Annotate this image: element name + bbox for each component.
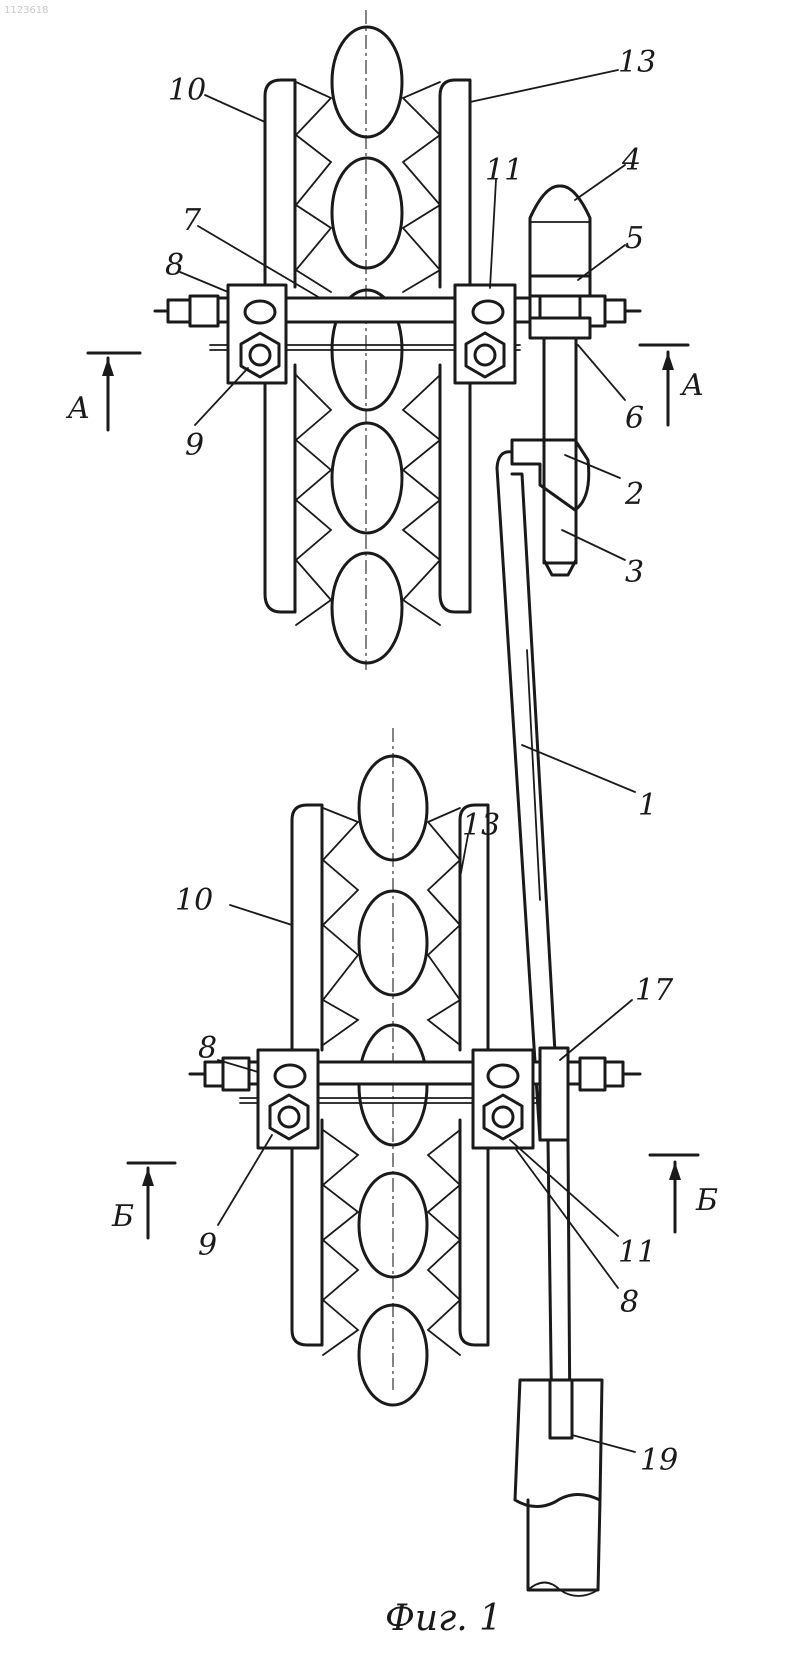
section-mark-a-right: A (640, 345, 704, 425)
section-mark-a-left: A (65, 353, 140, 430)
label-11-upper: 11 (485, 153, 523, 188)
document-stamp: 1123618 (4, 5, 49, 16)
label-3: 3 (625, 555, 644, 590)
label-1: 1 (638, 788, 657, 823)
label-13-lower: 13 (462, 808, 500, 843)
upper-shaft-6 (544, 338, 576, 563)
label-10-lower: 10 (175, 883, 213, 918)
lower-labels: 13 10 17 8 9 11 8 19 (175, 808, 678, 1478)
upper-right-nut (466, 333, 504, 377)
lower-assembly (190, 728, 640, 1405)
section-mark-b-right: Б (650, 1155, 718, 1232)
label-13-upper: 13 (618, 45, 656, 80)
upper-pin-4 (530, 186, 590, 276)
svg-text:Б: Б (695, 1183, 718, 1218)
label-9-upper: 9 (185, 428, 204, 463)
figure-caption: Фиг. 1 (385, 1598, 502, 1639)
label-2: 2 (624, 477, 644, 512)
svg-text:A: A (65, 391, 90, 426)
svg-text:Б: Б (111, 1199, 134, 1234)
section-mark-b-left: Б (111, 1163, 175, 1238)
lower-right-nut-11 (484, 1095, 522, 1139)
lower-plate-17 (540, 1048, 568, 1140)
label-8-upper: 8 (165, 248, 184, 283)
label-9-lower: 9 (198, 1228, 217, 1263)
label-11-lower: 11 (618, 1235, 656, 1270)
label-5: 5 (625, 221, 644, 256)
label-8-lower-left: 8 (198, 1031, 217, 1066)
label-19: 19 (640, 1443, 678, 1478)
label-8-lower-right: 8 (620, 1285, 639, 1320)
svg-text:A: A (679, 368, 704, 403)
label-6: 6 (625, 401, 644, 436)
label-17: 17 (635, 973, 674, 1008)
upper-zigzag-springs (296, 82, 440, 625)
upper-assembly (155, 10, 640, 670)
label-4: 4 (621, 143, 641, 178)
label-7: 7 (182, 203, 202, 238)
label-10-upper: 10 (168, 73, 206, 108)
lower-left-nut-9 (270, 1095, 308, 1139)
